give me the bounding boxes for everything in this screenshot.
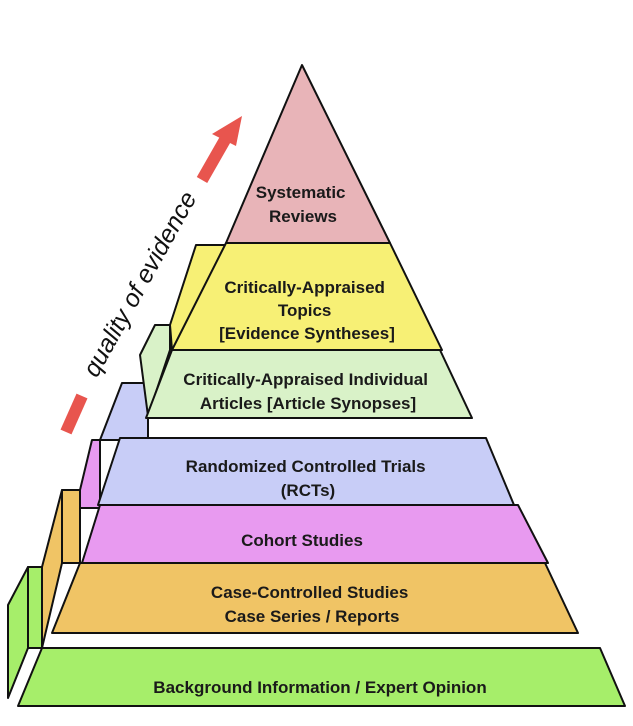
level-background-information-line: Background Information / Expert Opinion [153,678,486,697]
level-rcts-side [99,382,149,441]
level-cohort-studies-line: Cohort Studies [241,531,363,550]
level-background-information: Background Information / Expert Opinion [7,566,626,707]
level-background-information-front [17,647,626,707]
level-cohort-studies-side [79,439,101,509]
level-background-information-side-inner [27,566,43,649]
quality-arrow-upper-segment [196,135,232,183]
quality-arrow-head-icon [212,116,242,146]
level-case-controlled-studies-line-2: Case Series / Reports [225,607,400,626]
level-critically-appraised-topics: Critically-Appraised Topics [Evidence Sy… [169,242,443,351]
level-rcts-front [97,437,515,506]
level-systematic-reviews-front [225,64,391,244]
level-case-controlled-studies-side-inner [61,489,81,564]
level-critically-appraised-articles-line-2: Articles [Article Synopses] [200,394,416,413]
level-critically-appraised-topics-line-2: Topics [278,301,332,320]
level-critically-appraised-topics-label: Critically-Appraised Topics [Evidence Sy… [219,278,395,343]
level-critically-appraised-articles: Critically-Appraised Individual Articles… [139,324,473,419]
level-critically-appraised-topics-line-1: Critically-Appraised [224,278,385,297]
level-rcts-label: Randomized Controlled Trials (RCTs) [186,457,431,500]
level-systematic-reviews: Systematic Reviews [225,64,391,244]
level-case-controlled-studies-label: Case-Controlled Studies Case Series / Re… [211,583,413,626]
level-case-controlled-studies: Case-Controlled Studies Case Series / Re… [41,489,579,649]
level-rcts: Randomized Controlled Trials (RCTs) [97,382,515,506]
level-cohort-studies-label: Cohort Studies [241,531,363,550]
level-systematic-reviews-label: Systematic Reviews [256,183,351,226]
level-critically-appraised-articles-line-1: Critically-Appraised Individual [183,370,428,389]
level-case-controlled-studies-line-1: Case-Controlled Studies [211,583,408,602]
quality-arrow-lower-segment [60,393,88,435]
level-background-information-label: Background Information / Expert Opinion [153,678,486,697]
level-critically-appraised-articles-label: Critically-Appraised Individual Articles… [183,370,432,413]
level-background-information-side [7,566,29,699]
level-systematic-reviews-line-2: Reviews [269,207,337,226]
level-rcts-line-1: Randomized Controlled Trials [186,457,426,476]
level-cohort-studies: Cohort Studies [79,439,549,564]
level-critically-appraised-topics-line-3: [Evidence Syntheses] [219,324,395,343]
level-rcts-line-2: (RCTs) [281,481,335,500]
level-systematic-reviews-line-1: Systematic [256,183,346,202]
